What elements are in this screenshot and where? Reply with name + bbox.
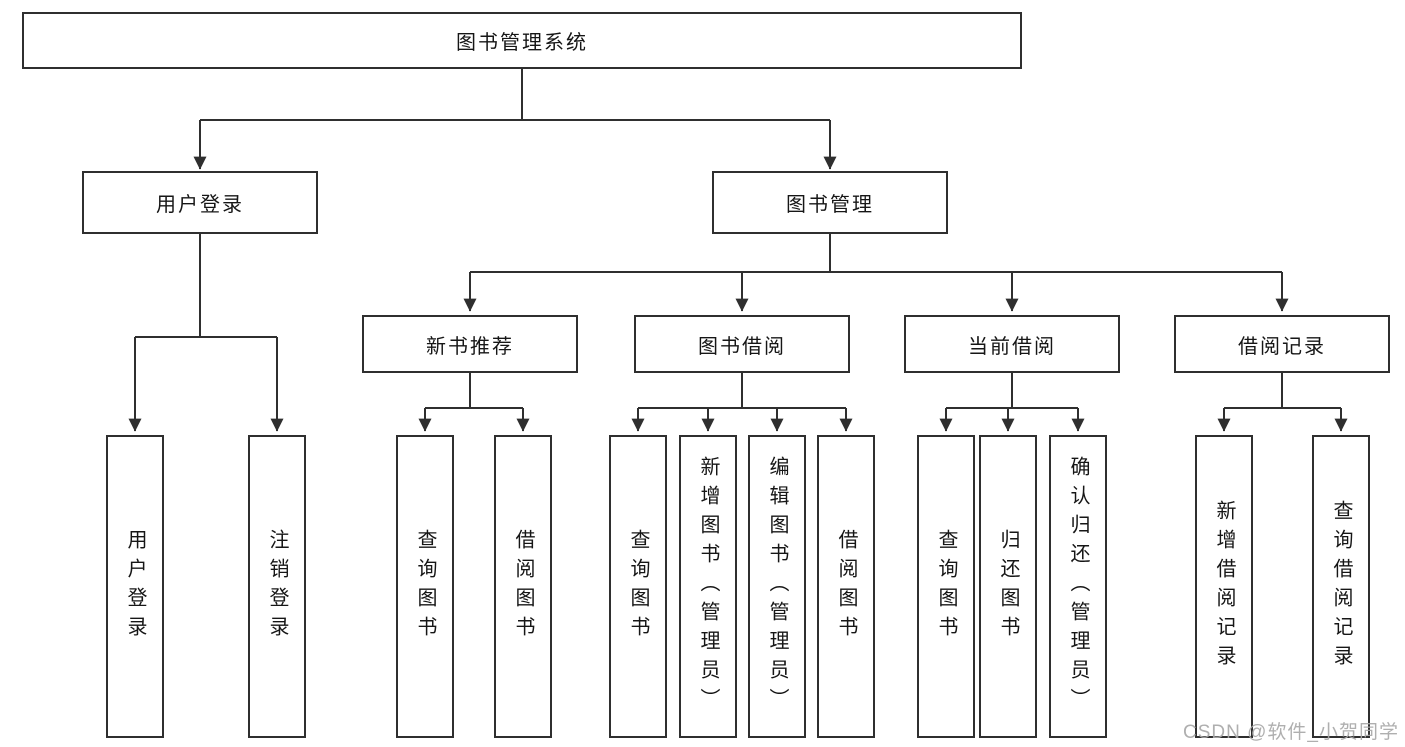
leaf-borrow-add-books-admin: 新增图书（管理员） (679, 435, 737, 738)
leaf-borrow-query-books: 查询图书 (609, 435, 667, 738)
node-book-management: 图书管理 (712, 171, 948, 234)
node-user-login: 用户登录 (82, 171, 318, 234)
node-label: 查询借阅记录 (1330, 499, 1352, 674)
node-label: 新增图书（管理员） (697, 456, 719, 717)
node-label: 查询图书 (935, 528, 957, 645)
leaf-records-query-borrow-record: 查询借阅记录 (1312, 435, 1370, 738)
node-label: 查询图书 (627, 528, 649, 645)
node-label: 用户登录 (156, 194, 244, 216)
leaf-user-login: 用户登录 (106, 435, 164, 738)
leaf-borrow-edit-books-admin: 编辑图书（管理员） (748, 435, 806, 738)
node-label: 用户登录 (124, 528, 146, 645)
node-label: 新书推荐 (426, 335, 514, 358)
node-label: 确认归还（管理员） (1067, 456, 1089, 717)
node-label: 编辑图书（管理员） (766, 456, 788, 717)
node-label: 查询图书 (414, 528, 436, 645)
node-label: 图书借阅 (698, 335, 786, 358)
node-label: 新增借阅记录 (1213, 499, 1235, 674)
leaf-records-add-borrow-record: 新增借阅记录 (1195, 435, 1253, 738)
node-label: 图书管理 (786, 194, 874, 216)
leaf-borrow-borrow-books: 借阅图书 (817, 435, 875, 738)
node-label: 借阅图书 (835, 528, 857, 645)
node-label: 注销登录 (266, 528, 288, 645)
node-current-borrow: 当前借阅 (904, 315, 1120, 373)
node-library-management-system: 图书管理系统 (22, 12, 1022, 69)
leaf-current-return-books: 归还图书 (979, 435, 1037, 738)
leaf-logout: 注销登录 (248, 435, 306, 738)
node-label: 借阅记录 (1238, 335, 1326, 358)
node-label: 当前借阅 (968, 335, 1056, 358)
leaf-current-query-books: 查询图书 (917, 435, 975, 738)
node-label: 图书管理系统 (456, 32, 588, 54)
node-new-book-recommend: 新书推荐 (362, 315, 578, 373)
node-borrow-records: 借阅记录 (1174, 315, 1390, 373)
node-label: 归还图书 (997, 528, 1019, 645)
csdn-watermark: CSDN @软件_小贺同学 (1183, 722, 1399, 743)
leaf-recommend-query-books: 查询图书 (396, 435, 454, 738)
node-book-borrow: 图书借阅 (634, 315, 850, 373)
node-label: 借阅图书 (512, 528, 534, 645)
leaf-recommend-borrow-books: 借阅图书 (494, 435, 552, 738)
leaf-current-confirm-return-admin: 确认归还（管理员） (1049, 435, 1107, 738)
